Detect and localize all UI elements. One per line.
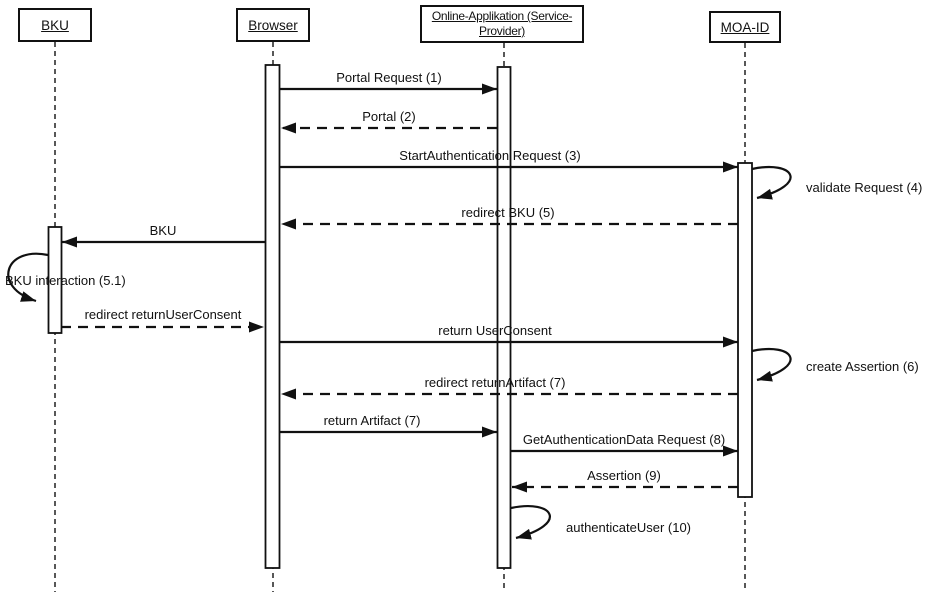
activation-bar-online-app: [496, 66, 512, 569]
selfloop-bku-interaction: [7, 252, 49, 303]
message-authenticate-user: authenticateUser (10): [510, 505, 691, 540]
activation-bar-moa-id: [737, 162, 753, 498]
message-redirect-bku: redirect BKU (5): [281, 205, 738, 230]
label-get-authentication-data: GetAuthenticationData Request (8): [523, 432, 725, 447]
actor-label-bku: BKU: [41, 17, 69, 33]
label-return-user-consent: return UserConsent: [438, 323, 552, 338]
actor-box-online-app: Online-Applikation (Service- Provider): [420, 5, 584, 43]
message-portal: Portal (2): [281, 109, 497, 134]
label-portal-request: Portal Request (1): [336, 70, 442, 85]
message-get-authentication-data: GetAuthenticationData Request (8): [511, 432, 738, 457]
message-create-assertion: create Assertion (6): [751, 347, 919, 382]
label-validate-request: validate Request (4): [806, 180, 922, 195]
actor-box-browser: Browser: [236, 8, 310, 42]
message-bku: BKU: [62, 223, 265, 248]
actor-label-online-app-line2: Provider): [479, 24, 525, 38]
actor-label-online-app-line1: Online-Applikation (Service-: [431, 9, 573, 23]
label-start-authentication: StartAuthentication Request (3): [399, 148, 580, 163]
label-create-assertion: create Assertion (6): [806, 359, 919, 374]
activation-bar-browser: [264, 64, 281, 569]
actor-label-online-app: Online-Applikation (Service- Provider): [431, 9, 573, 39]
actor-box-bku: BKU: [18, 8, 92, 42]
actor-label-moa-id: MOA-ID: [720, 19, 770, 35]
message-validate-request: validate Request (4): [751, 165, 922, 200]
message-redirect-return-user-consent: redirect returnUserConsent: [61, 307, 264, 333]
label-authenticate-user: authenticateUser (10): [566, 520, 691, 535]
actor-box-moa-id: MOA-ID: [709, 11, 781, 43]
label-redirect-bku: redirect BKU (5): [461, 205, 554, 220]
label-bku: BKU: [150, 223, 177, 238]
activation-bar-bku: [47, 226, 63, 334]
label-bku-interaction: BKU interaction (5.1): [5, 273, 126, 288]
selfloop-create-assertion: [751, 347, 792, 382]
selfloop-validate-request: [751, 165, 792, 200]
message-portal-request: Portal Request (1): [280, 70, 497, 95]
message-start-authentication: StartAuthentication Request (3): [280, 148, 738, 173]
message-bku-interaction: BKU interaction (5.1): [5, 252, 126, 303]
label-redirect-return-user-consent: redirect returnUserConsent: [85, 307, 242, 322]
label-portal: Portal (2): [362, 109, 415, 124]
label-redirect-return-artifact: redirect returnArtifact (7): [425, 375, 566, 390]
message-assertion: Assertion (9): [512, 468, 738, 493]
selfloop-authenticate-user: [510, 505, 551, 540]
label-return-artifact: return Artifact (7): [324, 413, 421, 428]
message-return-artifact: return Artifact (7): [280, 413, 497, 438]
message-return-user-consent: return UserConsent: [280, 323, 738, 348]
message-redirect-return-artifact: redirect returnArtifact (7): [281, 375, 738, 400]
actor-label-browser: Browser: [248, 17, 298, 33]
label-assertion: Assertion (9): [587, 468, 661, 483]
